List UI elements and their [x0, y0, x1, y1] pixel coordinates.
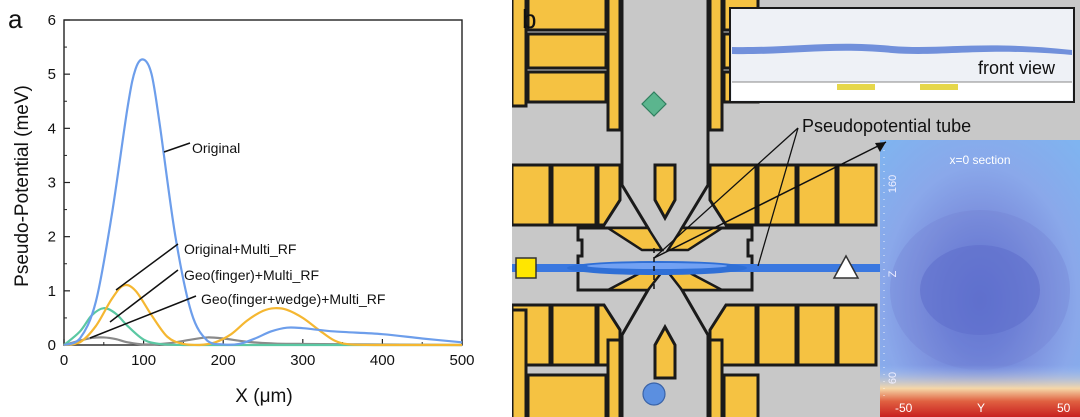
annotation-leader-line	[163, 142, 191, 153]
annotation-leader-line	[115, 243, 179, 291]
tube-callout: Pseudopotential tube	[653, 116, 971, 267]
x-axis-label: X (μm)	[235, 386, 292, 407]
y-tick-label: 0	[48, 337, 56, 354]
series-line-geo-finger-wedge-multi-rf	[63, 336, 463, 347]
middle-left-electrodes	[512, 163, 622, 367]
section-z-axis-label: Z	[887, 270, 899, 277]
tube-callout-label: Pseudopotential tube	[802, 116, 971, 136]
series-line-original	[63, 58, 463, 347]
circle-marker	[642, 382, 666, 406]
diamond-marker	[641, 91, 667, 117]
section-y-tick-right: 50	[1057, 401, 1071, 415]
front-view-label: front view	[978, 58, 1056, 78]
y-tick-label: 4	[48, 120, 56, 137]
annotation-label: Original	[192, 140, 240, 156]
x-tick-label: 500	[449, 352, 474, 369]
section-z-tick-bottom: 60	[887, 372, 899, 384]
annotation-label: Geo(finger)+Multi_RF	[184, 267, 319, 283]
y-tick-label: 1	[48, 283, 56, 300]
top-left-electrodes	[512, 0, 622, 132]
chart-series	[63, 58, 463, 347]
bottom-electrodes	[512, 308, 760, 417]
annotation-label: Original+Multi_RF	[184, 241, 296, 257]
section-title: x=0 section	[949, 153, 1010, 167]
panel-label-a: a	[8, 4, 23, 34]
front-view-inset: front view	[729, 7, 1075, 103]
x-tick-label: 400	[370, 352, 395, 369]
y-tick-label: 6	[48, 12, 56, 29]
x-tick-label: 200	[211, 352, 236, 369]
x-tick-label: 100	[131, 352, 156, 369]
annotation-leader-line	[89, 295, 197, 339]
middle-right-electrodes	[708, 163, 878, 367]
x-tick-label: 0	[60, 352, 68, 369]
series-line-original-multi-rf	[63, 283, 462, 347]
y-tick-label: 5	[48, 66, 56, 83]
triangle-marker	[832, 254, 860, 279]
annotation-label: Geo(finger+wedge)+Multi_RF	[201, 291, 385, 307]
central-cross-electrode	[576, 0, 754, 417]
y-tick-label: 3	[48, 175, 56, 192]
square-marker	[515, 257, 537, 279]
series-line-geo-finger-multi-rf	[63, 307, 462, 347]
y-tick-label: 2	[48, 229, 56, 246]
section-z-tick-top: 160	[887, 175, 899, 193]
chart-ticks: 0 100 200 300 400 500 0 1 2 3 4 5 6	[48, 12, 475, 369]
y-axis-label: Pseudo-Potential (meV)	[12, 85, 33, 287]
section-y-axis-label: Y	[977, 401, 985, 415]
electrode-diagram: front view x=0 section 160 Z 6	[512, 0, 1080, 417]
section-y-tick-left: -50	[895, 401, 913, 415]
section-inset: x=0 section 160 Z 60 -50 Y 50	[880, 140, 1080, 417]
panel-label-b: b	[522, 4, 537, 34]
annotation-leader-line	[109, 269, 179, 323]
x-tick-label: 300	[290, 352, 315, 369]
pseudopotential-tube	[512, 248, 880, 292]
